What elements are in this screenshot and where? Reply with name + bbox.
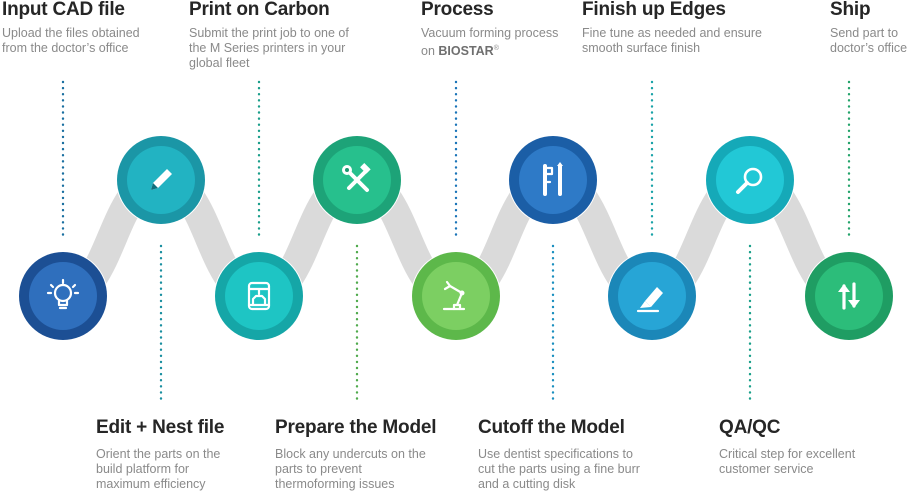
step-prepare-the-model: Prepare the Model Block any undercuts on… bbox=[275, 417, 437, 492]
step-node bbox=[804, 251, 894, 341]
step-description: Use dentist specifications to cut the pa… bbox=[478, 447, 640, 491]
step-title: Ship bbox=[830, 0, 871, 20]
step-node bbox=[18, 251, 108, 341]
step-cutoff-the-model: Cutoff the Model Use dentist specificati… bbox=[478, 418, 653, 492]
step-edit-nest-file: Edit + Nest file Orient the parts on the… bbox=[96, 418, 246, 492]
caliper-icon bbox=[543, 162, 563, 196]
step-print-on-carbon: Print on Carbon Submit the print job to … bbox=[189, 0, 354, 71]
step-description: Submit the print job to one of the M Ser… bbox=[189, 26, 349, 70]
node-inner-disc bbox=[815, 262, 883, 330]
printer-icon bbox=[247, 281, 271, 311]
node-inner-disc bbox=[716, 146, 784, 214]
step-node bbox=[508, 135, 598, 225]
node-inner-disc bbox=[422, 262, 490, 330]
step-node bbox=[214, 251, 304, 341]
step-node bbox=[607, 251, 697, 341]
step-title: Cutoff the Model bbox=[478, 417, 625, 438]
step-process: Process Vacuum forming process on BIOSTA… bbox=[421, 0, 571, 59]
node-inner-disc bbox=[29, 262, 97, 330]
registered-mark: ® bbox=[493, 45, 499, 52]
pencil-icon bbox=[151, 169, 172, 190]
step-description: Critical step for excellent customer ser… bbox=[719, 447, 856, 476]
step-title: Prepare the Model bbox=[275, 417, 437, 438]
lightbulb-icon bbox=[46, 278, 80, 310]
step-description: Block any undercuts on the parts to prev… bbox=[275, 447, 426, 491]
brand-name: BIOSTAR bbox=[438, 44, 494, 59]
step-qa-qc: QA/QC Critical step for excellent custom… bbox=[719, 418, 889, 477]
step-title: Finish up Edges bbox=[582, 0, 726, 20]
step-node bbox=[312, 135, 402, 225]
step-title: Process bbox=[421, 0, 494, 20]
step-description: Fine tune as needed and ensure smooth su… bbox=[582, 26, 762, 55]
magnifier-icon bbox=[736, 167, 763, 194]
step-title: Edit + Nest file bbox=[96, 417, 225, 438]
highlighter-icon bbox=[636, 287, 663, 313]
node-inner-disc bbox=[519, 146, 587, 214]
swap-arrows-icon bbox=[838, 282, 860, 310]
step-description: Orient the parts on the build platform f… bbox=[96, 447, 221, 491]
step-title: QA/QC bbox=[719, 417, 781, 438]
step-description: Vacuum forming process on BIOSTAR® bbox=[421, 26, 571, 59]
step-title: Input CAD file bbox=[2, 0, 125, 20]
description-text: Vacuum forming process on bbox=[421, 26, 559, 59]
step-node bbox=[705, 135, 795, 225]
step-node bbox=[411, 251, 501, 341]
tools-icon bbox=[342, 163, 371, 192]
step-node bbox=[116, 135, 206, 225]
step-title: Print on Carbon bbox=[189, 0, 330, 20]
step-description: Upload the files obtained from the docto… bbox=[2, 26, 140, 55]
step-input-cad-file: Input CAD file Upload the files obtained… bbox=[2, 0, 162, 56]
robot-arm-icon bbox=[442, 280, 466, 311]
step-ship: Ship Send part to doctor’s office bbox=[830, 0, 913, 56]
step-finish-up-edges: Finish up Edges Fine tune as needed and … bbox=[582, 0, 767, 56]
step-description: Send part to doctor’s office bbox=[830, 26, 908, 55]
